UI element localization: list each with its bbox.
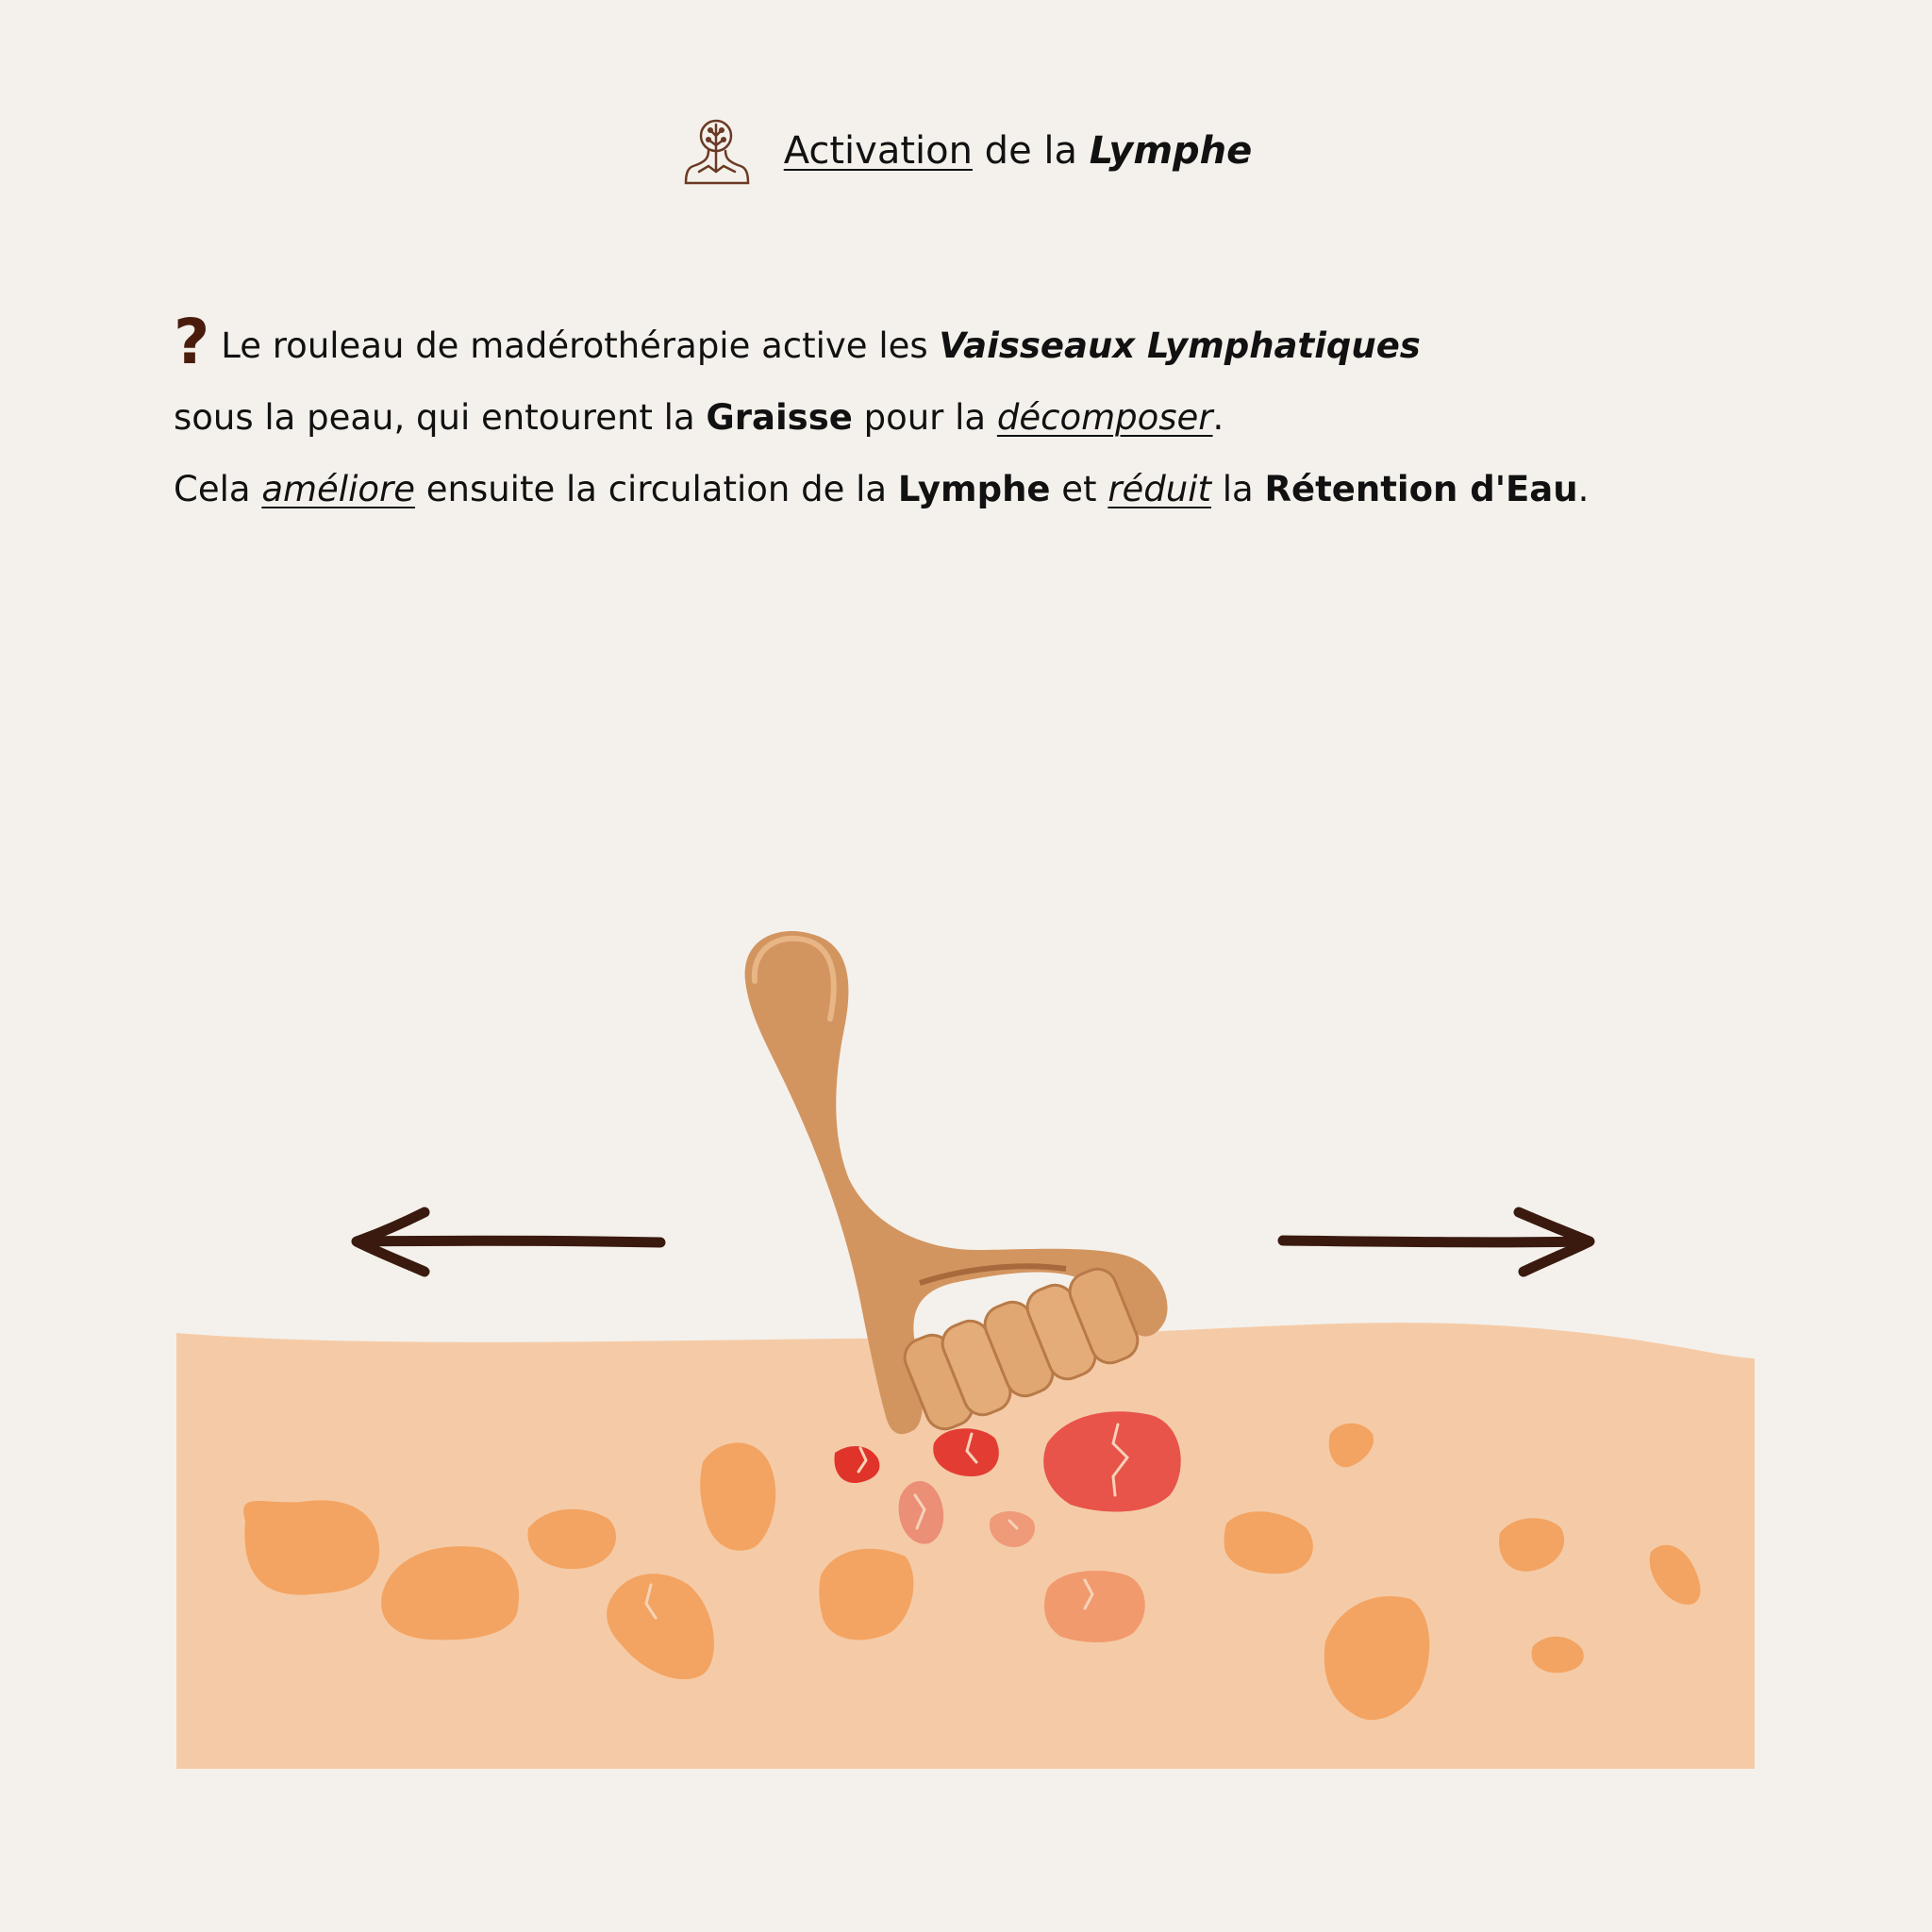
arrow-left-icon <box>351 1207 666 1277</box>
line1-text: Le rouleau de madérothérapie active les <box>221 325 940 366</box>
broken-fat-cell <box>834 1446 880 1484</box>
text-line-2: sous la peau, qui entourent la Graisse p… <box>174 382 1796 454</box>
fat-cell <box>819 1548 914 1641</box>
fat-cell <box>243 1500 380 1595</box>
line1-vaisseaux: Vaisseaux Lymphatiques <box>939 325 1421 366</box>
fat-cells <box>243 1423 1701 1721</box>
fat-cell <box>1499 1518 1565 1572</box>
text-line-3: Cela améliore ensuite la circulation de … <box>174 454 1796 525</box>
broken-fat-cell <box>989 1510 1036 1547</box>
broken-fat-cell <box>1043 1411 1181 1512</box>
fat-cell <box>1224 1511 1313 1574</box>
line3-text-b: ensuite la circulation de la <box>414 469 898 509</box>
arrow-right-icon <box>1277 1207 1595 1277</box>
line2-graisse: Graisse <box>706 397 853 438</box>
fat-cell <box>1324 1596 1430 1721</box>
page-title: Activation de la Lymphe <box>784 129 1253 173</box>
line3-text-d: la <box>1211 469 1265 509</box>
fat-cell <box>1531 1636 1584 1674</box>
line2-period: . <box>1212 397 1224 438</box>
line3-retention: Rétention d'Eau <box>1264 469 1578 509</box>
line3-lymphe: Lymphe <box>897 469 1051 509</box>
wooden-roller-icon <box>744 931 1168 1435</box>
line3-text-a: Cela <box>174 469 262 509</box>
line3-ameliore: améliore <box>261 469 415 509</box>
fat-cell <box>527 1508 616 1570</box>
text-line-1: ? Le rouleau de madérothérapie active les… <box>174 307 1796 382</box>
broken-fat-cell <box>1043 1571 1145 1642</box>
header: Activation de la Lymphe <box>0 113 1932 189</box>
line2-decomposer: décomposer <box>996 397 1213 438</box>
fat-cell <box>1649 1544 1701 1605</box>
broken-fat-cell <box>898 1481 944 1544</box>
roller-wheels <box>903 1267 1140 1431</box>
title-activation: Activation <box>783 129 973 173</box>
title-connector: de la <box>972 129 1090 173</box>
lymph-body-icon <box>684 119 749 185</box>
fat-cell <box>381 1546 520 1641</box>
line2-text-b: pour la <box>852 397 997 438</box>
line3-reduit: réduit <box>1108 469 1212 509</box>
fat-cell <box>607 1574 714 1680</box>
broken-cells <box>644 1411 1181 1642</box>
title-lymphe: Lymphe <box>1089 129 1253 173</box>
broken-fat-cell <box>933 1428 999 1476</box>
fat-cell <box>700 1442 776 1551</box>
fat-cell <box>1328 1423 1374 1468</box>
line3-period: . <box>1577 469 1590 509</box>
line2-text-a: sous la peau, qui entourent la <box>174 397 707 438</box>
question-mark-icon: ? <box>174 306 210 378</box>
explanation-text: ? Le rouleau de madérothérapie active les… <box>174 307 1796 525</box>
line3-text-c: et <box>1050 469 1108 509</box>
